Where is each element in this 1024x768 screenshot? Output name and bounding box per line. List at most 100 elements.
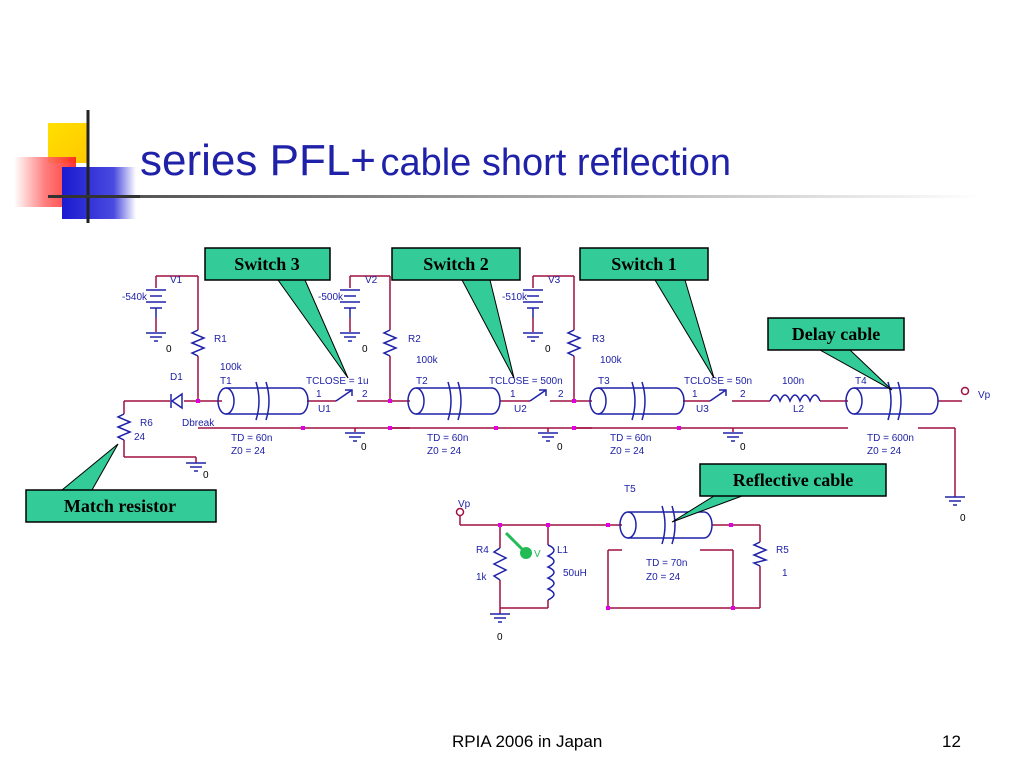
label-t3: T3 bbox=[598, 376, 610, 387]
label-r1-value: 100k bbox=[220, 362, 243, 373]
label-r1: R1 bbox=[214, 334, 227, 345]
label-r2: R2 bbox=[408, 334, 421, 345]
label-u3-pin2: 2 bbox=[740, 389, 746, 400]
label-u1-pin2: 2 bbox=[362, 389, 368, 400]
callout-switch3-label: Switch 3 bbox=[234, 254, 300, 274]
label-v1-value: -540k bbox=[122, 292, 148, 303]
battery-v3-icon bbox=[523, 289, 543, 318]
label-v3: V3 bbox=[548, 275, 561, 286]
label-ground-t4: 0 bbox=[960, 513, 966, 524]
callout-match-resistor: Match resistor bbox=[25, 443, 217, 523]
label-t2: T2 bbox=[416, 376, 428, 387]
resistor-r4 bbox=[492, 547, 508, 581]
switches bbox=[335, 389, 727, 402]
label-r3: R3 bbox=[592, 334, 605, 345]
label-r5-value: 1 bbox=[782, 568, 788, 579]
label-r4-value: 1k bbox=[476, 572, 488, 583]
label-u1-pin1: 1 bbox=[316, 389, 322, 400]
label-r6: R6 bbox=[140, 418, 153, 429]
label-ground-lower: 0 bbox=[497, 632, 503, 643]
ground-icon bbox=[538, 432, 558, 442]
label-ground-u2: 0 bbox=[557, 442, 563, 453]
battery-v1-icon bbox=[146, 289, 166, 318]
resistor-r3 bbox=[566, 329, 582, 357]
ground-icon bbox=[723, 432, 743, 442]
footer-center: RPIA 2006 in Japan bbox=[452, 732, 603, 751]
label-ground-v3: 0 bbox=[545, 344, 551, 355]
label-u1: U1 bbox=[318, 404, 331, 415]
voltage-probe-icon bbox=[504, 531, 532, 559]
battery-v2-icon bbox=[340, 289, 360, 318]
inductor-l2-icon bbox=[769, 394, 821, 403]
ground-icon bbox=[945, 496, 965, 506]
label-t5-z0: Z0 = 24 bbox=[646, 572, 681, 583]
ground-icon bbox=[523, 332, 543, 342]
page-title: series PFL+ cable short reflection bbox=[140, 136, 731, 186]
label-r2-value: 100k bbox=[416, 355, 439, 366]
resistor-r1 bbox=[190, 329, 206, 357]
label-t5-td: TD = 70n bbox=[646, 558, 687, 569]
label-probe: V bbox=[534, 549, 541, 560]
title-underline bbox=[140, 195, 980, 198]
label-ground-r6: 0 bbox=[203, 470, 209, 481]
ground-icon bbox=[186, 462, 206, 472]
resistor-r6 bbox=[116, 413, 132, 441]
label-ground-u3: 0 bbox=[740, 442, 746, 453]
callout-switch3: Switch 3 bbox=[204, 247, 349, 379]
label-t3-z0: Z0 = 24 bbox=[610, 446, 645, 457]
switch-u2-icon bbox=[529, 389, 547, 402]
label-r3-value: 100k bbox=[600, 355, 623, 366]
title-sub: cable short reflection bbox=[380, 142, 732, 184]
label-t1-td: TD = 60n bbox=[231, 433, 272, 444]
callout-switch1-label: Switch 1 bbox=[611, 254, 677, 274]
callout-switch2-label: Switch 2 bbox=[423, 254, 489, 274]
callout-delay-cable: Delay cable bbox=[767, 317, 905, 391]
label-t1: T1 bbox=[220, 376, 232, 387]
callouts: Switch 3 Switch 2 Switch 1 Delay cable R bbox=[25, 247, 905, 523]
inductors bbox=[546, 394, 821, 601]
label-u2-tclose: TCLOSE = 500n bbox=[489, 376, 563, 387]
label-u1-tclose: TCLOSE = 1u bbox=[306, 376, 369, 387]
label-l1: L1 bbox=[557, 545, 569, 556]
ground-icon bbox=[345, 432, 365, 442]
label-u2-pin1: 1 bbox=[510, 389, 516, 400]
label-v2: V2 bbox=[365, 275, 378, 286]
label-u3: U3 bbox=[696, 404, 709, 415]
coax-t1-icon bbox=[217, 381, 309, 421]
callout-reflective-cable: Reflective cable bbox=[671, 463, 887, 523]
label-ground-u1: 0 bbox=[361, 442, 367, 453]
label-v2-value: -500k bbox=[318, 292, 344, 303]
label-t5: T5 bbox=[624, 484, 636, 495]
diode-d1-icon bbox=[170, 392, 183, 410]
label-u2: U2 bbox=[514, 404, 527, 415]
label-v1: V1 bbox=[170, 275, 183, 286]
inductor-l1-icon bbox=[546, 544, 555, 601]
coax-t4-icon bbox=[845, 381, 939, 421]
ground-symbols bbox=[146, 332, 965, 623]
vp-terminal-icon bbox=[960, 386, 970, 396]
label-l2: L2 bbox=[793, 404, 805, 415]
switch-u3-icon bbox=[709, 389, 727, 402]
vp-terminal-icon bbox=[455, 507, 465, 517]
ground-icon bbox=[340, 332, 360, 342]
title-main: series PFL+ bbox=[140, 136, 376, 185]
label-t4: T4 bbox=[855, 376, 867, 387]
callout-switch2: Switch 2 bbox=[391, 247, 521, 379]
label-vp-main: Vp bbox=[978, 390, 991, 401]
label-t3-td: TD = 60n bbox=[610, 433, 651, 444]
coax-cables bbox=[217, 381, 939, 545]
resistor-r2 bbox=[382, 329, 398, 357]
wires bbox=[123, 275, 962, 614]
coax-t2-icon bbox=[407, 381, 501, 421]
component-labels: V1 -540k V2 -500k V3 -510k R1 100k R2 10… bbox=[122, 275, 991, 643]
callout-switch1: Switch 1 bbox=[579, 247, 715, 379]
switch-u1-icon bbox=[335, 389, 353, 402]
resistors bbox=[116, 329, 769, 581]
label-u3-tclose: TCLOSE = 50n bbox=[684, 376, 752, 387]
label-t2-td: TD = 60n bbox=[427, 433, 468, 444]
label-l2-value: 100n bbox=[782, 376, 804, 387]
label-v3-value: -510k bbox=[502, 292, 528, 303]
ground-icon bbox=[146, 332, 166, 342]
